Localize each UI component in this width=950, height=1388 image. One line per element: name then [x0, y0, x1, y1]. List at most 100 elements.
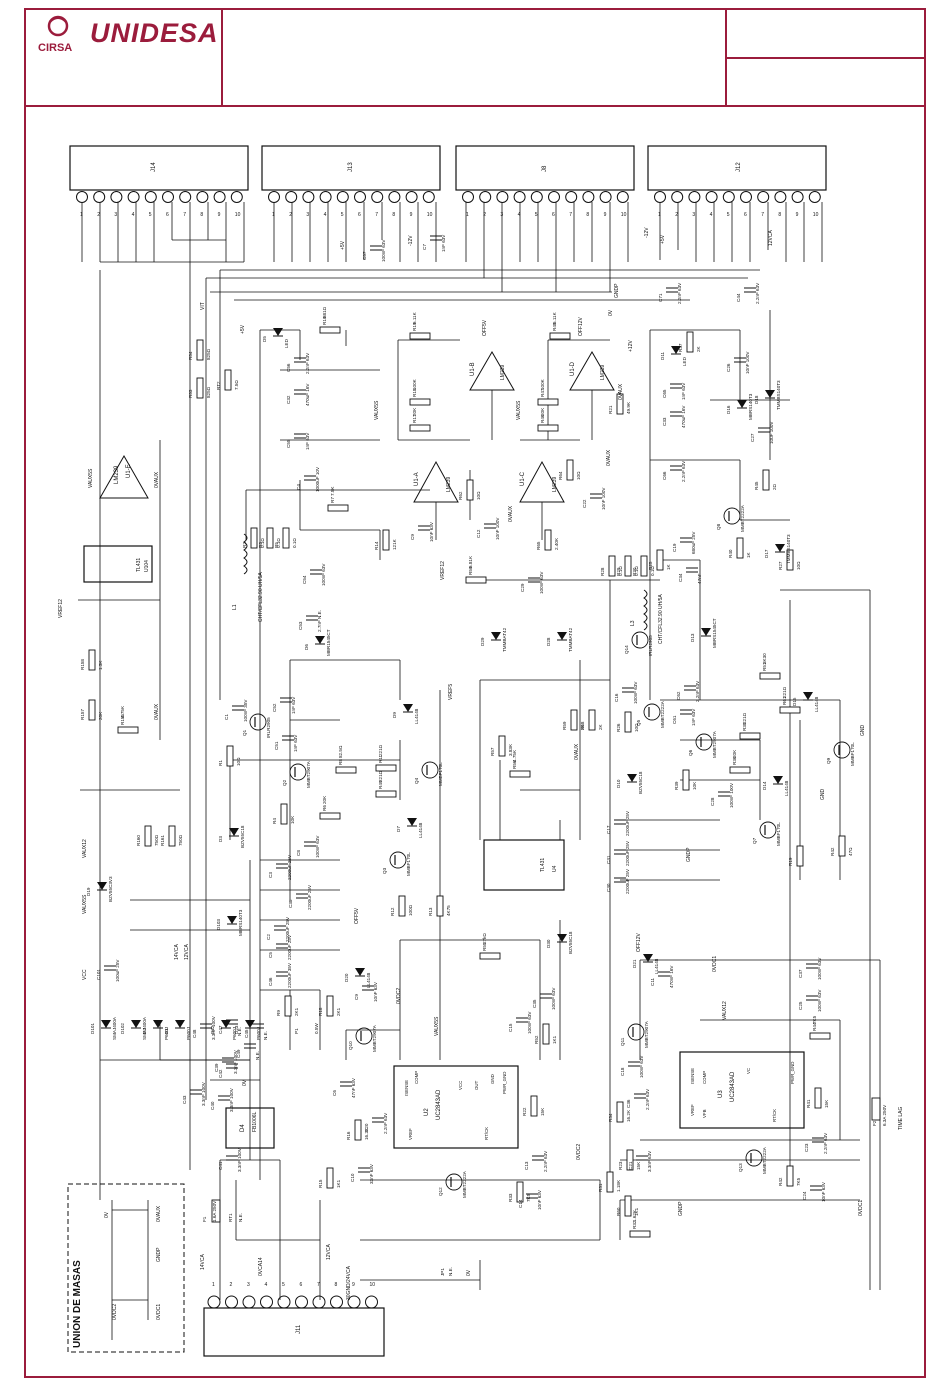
component-label: BZV55C18	[240, 825, 245, 848]
diode	[773, 776, 783, 784]
brand-sub-text: CIRSA	[38, 42, 73, 54]
connector-pin	[599, 191, 612, 203]
component-label: 2.40K	[554, 537, 559, 550]
transistor	[289, 763, 307, 781]
component-label: D23	[234, 1025, 239, 1034]
component-label: C19	[672, 543, 677, 552]
component-label: C62	[676, 691, 681, 700]
component-label: LL4148	[414, 708, 419, 724]
component-label: MBRS140T3	[748, 393, 753, 420]
resistor	[779, 706, 801, 714]
net-label: +12V	[628, 340, 634, 352]
diode	[221, 1020, 231, 1028]
connector-pin	[93, 191, 106, 203]
net-label: 30GND/24VCA	[346, 1265, 352, 1300]
component-label: SMAJ400A	[112, 1016, 117, 1040]
component-label: R30	[632, 567, 637, 576]
diode	[491, 632, 501, 640]
component-label: 2K	[598, 723, 603, 730]
component-label: Q6	[688, 749, 693, 756]
component-label: 2.2nF 63V	[543, 1150, 548, 1172]
resistor	[196, 339, 204, 361]
component-label: 82.5Ω	[338, 745, 343, 758]
component-label: C14	[518, 1199, 523, 1208]
pin-number: 9	[604, 212, 607, 218]
component-label: R23	[618, 1161, 623, 1170]
diode	[643, 954, 653, 962]
net-label: VAUX5S	[88, 468, 94, 488]
component-label: R5	[274, 542, 279, 548]
pin-number: 6	[552, 212, 555, 218]
sheet-border	[24, 8, 926, 1378]
net-label: OFF12V	[636, 932, 642, 952]
component-label: 2200uF 25V	[287, 854, 292, 880]
component-label: 0.1Ω	[292, 538, 297, 548]
component-label: MMBF170L	[438, 762, 443, 786]
connector-pin	[144, 191, 157, 203]
net-label: VIT	[200, 302, 206, 310]
component-label: C28	[710, 797, 715, 806]
component-label: 2200uF 35V	[287, 962, 292, 988]
connector-pin	[347, 1295, 361, 1309]
pin-number: 5	[727, 212, 730, 218]
component-label: 10Ω	[576, 471, 581, 480]
component-label: C37	[798, 969, 803, 978]
connector-pin	[365, 1295, 378, 1309]
component-label: RT1	[228, 1213, 233, 1222]
component-label: 100nF 63V	[639, 1055, 644, 1078]
component-label: 0.1Ω	[650, 566, 655, 576]
diode	[557, 934, 567, 942]
component-label: D11	[660, 351, 665, 360]
net-label: VAUX5S	[516, 400, 522, 420]
component-label: 2K	[580, 723, 585, 730]
component-label: C1	[224, 714, 229, 720]
component-label: 47nF 63V	[351, 1077, 356, 1098]
resistor	[796, 845, 804, 867]
component-label: R55	[482, 942, 487, 951]
component-label: 100nF 63V	[551, 987, 556, 1010]
svg-text:LM239: LM239	[114, 465, 120, 484]
component-label: R61	[782, 696, 787, 705]
label-j13: J13	[348, 162, 354, 172]
connector-pin	[354, 191, 366, 203]
component-label: Q14	[624, 645, 629, 654]
net-label: GND	[860, 725, 866, 737]
component-label: 3.3nF 100V	[201, 1081, 206, 1106]
transistor	[355, 1027, 373, 1045]
component-label: R19	[412, 322, 417, 331]
svg-text:L3: L3	[630, 620, 636, 626]
pin-number: 3	[306, 212, 309, 218]
resistor	[266, 527, 274, 549]
resistor	[616, 1101, 624, 1123]
component-label: LL4148	[784, 780, 789, 796]
component-label: C40	[210, 1101, 215, 1110]
component-label: 100nF 63V	[633, 681, 638, 704]
pin-number: 10	[813, 212, 819, 218]
resistor	[809, 1032, 831, 1040]
resistor	[530, 1095, 538, 1117]
diode	[671, 346, 681, 354]
connector-pin	[548, 191, 560, 203]
transistor	[833, 741, 851, 759]
component-label: R59	[562, 721, 567, 730]
component-label: 1000uF 10V	[315, 466, 320, 492]
component-label: C3	[268, 872, 273, 878]
resistor	[375, 764, 397, 772]
transistor	[389, 851, 407, 869]
transistor	[745, 1149, 763, 1167]
resistor	[624, 711, 632, 733]
diode	[175, 1020, 185, 1028]
component-label: R31	[598, 1183, 603, 1192]
component-label: C26	[726, 363, 731, 372]
net-label: GND	[820, 789, 826, 801]
component-label: C33	[662, 417, 667, 426]
component-label: 33nF 63V	[369, 1163, 374, 1184]
component-label: 10Ω	[796, 561, 801, 570]
component-label: R19	[788, 857, 793, 866]
diode	[407, 818, 417, 826]
component-label: C9	[410, 534, 415, 540]
ic-pin-label: RT/CK	[484, 1127, 489, 1140]
diode	[227, 916, 237, 924]
component-label: 7K5	[796, 1177, 801, 1186]
diode	[131, 1020, 141, 1028]
